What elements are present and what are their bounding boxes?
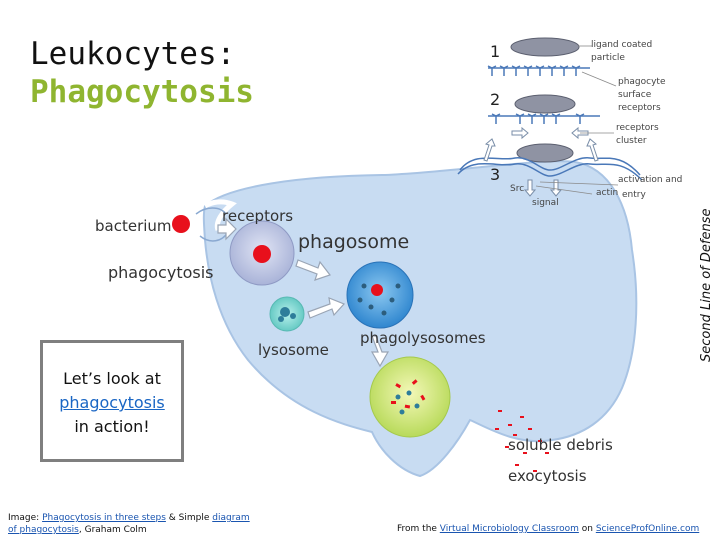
source-link-classroom[interactable]: Virtual Microbiology Classroom — [439, 524, 579, 534]
inset-label-activation: activation and — [618, 175, 682, 185]
phagocytosis-link[interactable]: phagocytosis — [59, 393, 165, 412]
inset-label-src: Src — [510, 184, 524, 194]
late-phagolysosome — [369, 356, 451, 438]
label-receptors: receptors — [222, 207, 293, 225]
step-3-number: 3 — [490, 165, 500, 184]
credit-link-three-steps[interactable]: Phagocytosis in three steps — [42, 513, 166, 523]
label-exocytosis: exocytosis — [508, 467, 587, 485]
label-soluble-debris: soluble debris — [508, 436, 613, 454]
inset-label-phagocyte: phagocyte — [618, 77, 666, 87]
label-phagocytosis: phagocytosis — [108, 263, 214, 282]
inset-label-signal: signal — [532, 198, 559, 208]
source-prefix: From the — [397, 524, 440, 534]
credit-link-diagram[interactable]: diagram of phagocytosis — [8, 513, 250, 535]
label-lysosome: lysosome — [258, 341, 329, 359]
callout-box: Let’s look at phagocytosis in action! — [40, 340, 184, 462]
label-phagolysosomes: phagolysosomes — [360, 329, 486, 347]
title-line-1: Leukocytes: — [30, 36, 236, 72]
inset-label-receptors: receptors — [618, 103, 661, 113]
inset-label-receptors-2: receptors — [616, 123, 659, 133]
step-1-number: 1 — [490, 42, 500, 61]
source-link-site[interactable]: ScienceProfOnline.com — [595, 524, 700, 534]
credit-suffix: , Graham Colm — [78, 525, 147, 535]
phagocyte-cell — [202, 160, 638, 478]
ligand-particle-1 — [510, 37, 580, 57]
step-2-number: 2 — [490, 90, 500, 109]
inset-label-ligand: ligand coated — [591, 40, 652, 50]
source-middle: on — [578, 524, 596, 534]
bacterium — [172, 215, 190, 233]
label-bacterium: bacterium — [95, 217, 172, 235]
image-credit: Image: Phagocytosis in three steps & Sim… — [8, 512, 258, 536]
inset-label-surface: surface — [618, 90, 652, 100]
source-credit: From the Virtual Microbiology Classroom … — [397, 524, 699, 534]
inset-label-particle: particle — [591, 53, 625, 63]
inset-label-actin: actin — [596, 188, 618, 198]
credit-prefix: Image: — [8, 513, 43, 523]
callout-line-2: in action! — [74, 417, 150, 436]
title-line-2: Phagocytosis — [30, 74, 254, 110]
inset-label-entry: entry — [622, 190, 646, 200]
ligand-particle-3 — [516, 143, 574, 163]
ligand-particle-2 — [514, 94, 576, 114]
callout-line-1: Let’s look at — [63, 369, 161, 388]
inset-label-cluster: cluster — [616, 136, 647, 146]
receptor-row-1 — [487, 65, 581, 76]
credit-middle: & Simple — [165, 513, 213, 523]
label-phagosome: phagosome — [298, 231, 409, 253]
